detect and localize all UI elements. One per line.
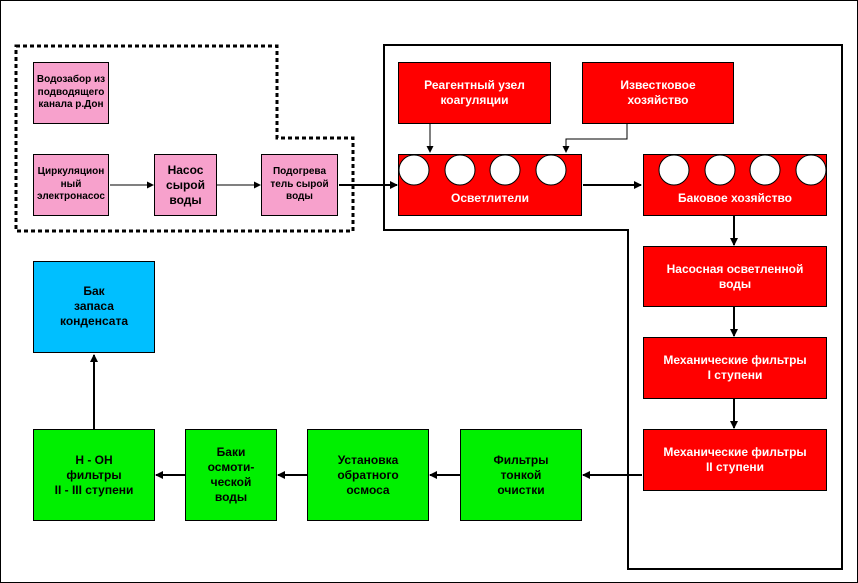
dashed-group-outline: [14, 44, 355, 233]
raw-water-pump-block: Насос сырой воды: [154, 154, 217, 216]
tank-farm-label: Баковое хозяйство: [677, 191, 793, 205]
hoh-filters-label: H - OH фильтры II - III ступени: [54, 452, 134, 497]
intake-block: Водозабор из подводящего канала р.Дон: [33, 62, 109, 124]
tank-circle-4: [795, 154, 827, 186]
clarifier-circle-4: [535, 154, 567, 186]
treatment-outline: [383, 44, 843, 570]
circulation-pump-block: Циркуляцион ный электронасос: [33, 154, 109, 216]
reverse-osmosis-label: Установка обратного осмоса: [337, 452, 399, 497]
osmotic-tanks-block: Баки осмоти- ческой воды: [185, 429, 277, 521]
tank-circle-2: [704, 154, 736, 186]
tank-circle-3: [749, 154, 781, 186]
mech-filters-2-label: Механические фильтры II ступени: [663, 445, 807, 474]
mech-filters-2-block: Механические фильтры II ступени: [643, 429, 827, 491]
fine-filters-label: Фильтры тонкой очистки: [493, 452, 549, 497]
heater-label: Подогрева тель сырой воды: [270, 166, 329, 203]
circulation-pump-label: Циркуляцион ный электронасос: [37, 166, 105, 203]
reverse-osmosis-block: Установка обратного осмоса: [307, 429, 429, 521]
lime-block: Известковое хозяйство: [582, 62, 734, 124]
clarified-pump-label: Насосная осветленной воды: [666, 261, 804, 291]
mech-filters-1-label: Механические фильтры I ступени: [663, 353, 807, 382]
mech-filters-1-block: Механические фильтры I ступени: [643, 337, 827, 399]
arrow-lime-to-clarifiers: [562, 123, 628, 153]
raw-water-pump-label: Насос сырой воды: [166, 162, 205, 207]
condensate-tank-label: Бак запаса конденсата: [59, 284, 128, 328]
tank-circle-1: [658, 154, 690, 186]
intake-label: Водозабор из подводящего канала р.Дон: [36, 74, 106, 111]
clarifier-circle-3: [489, 154, 521, 186]
reagent-label: Реагентный узел коагуляции: [424, 78, 525, 107]
clarifiers-label: Осветлители: [450, 191, 529, 205]
reagent-block: Реагентный узел коагуляции: [398, 62, 551, 124]
heater-block: Подогрева тель сырой воды: [261, 154, 338, 216]
hoh-filters-block: H - OH фильтры II - III ступени: [33, 429, 155, 521]
clarifier-circle-1: [398, 154, 430, 186]
lime-label: Известковое хозяйство: [620, 78, 696, 107]
fine-filters-block: Фильтры тонкой очистки: [460, 429, 582, 521]
clarifier-circle-2: [444, 154, 476, 186]
condensate-tank-block: Бак запаса конденсата: [33, 261, 155, 353]
osmotic-tanks-label: Баки осмоти- ческой воды: [207, 445, 255, 504]
clarified-pump-block: Насосная осветленной воды: [643, 246, 827, 307]
